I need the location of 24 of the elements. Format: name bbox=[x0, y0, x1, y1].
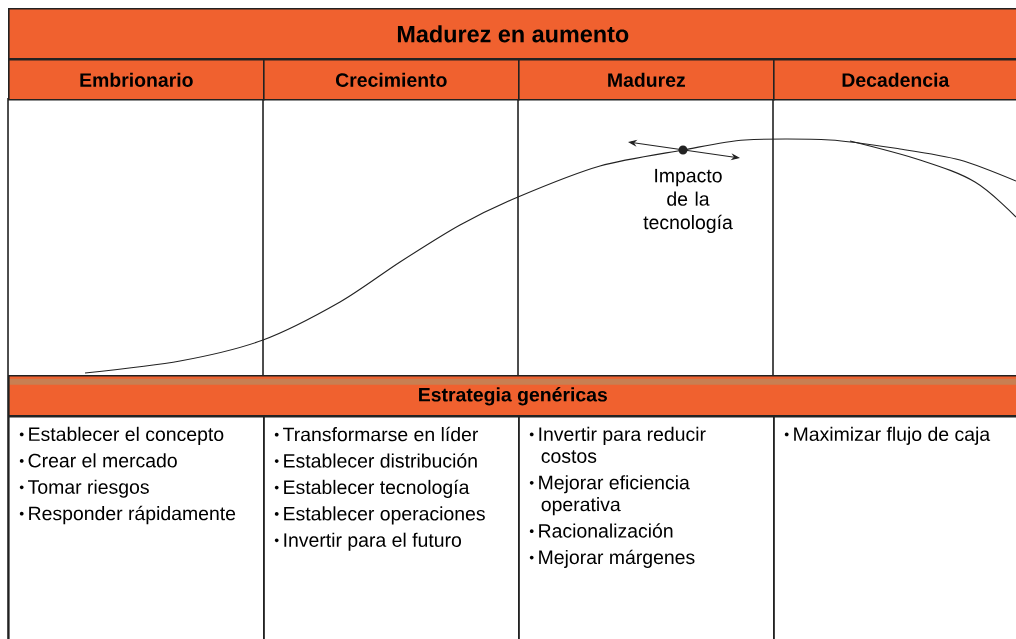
list-item: Transformarse en líder bbox=[274, 426, 478, 442]
list-item: Racionalización bbox=[529, 523, 673, 538]
strategy-cell bbox=[773, 415, 1016, 639]
list-item: Mejorar eficiencia operativa bbox=[529, 475, 690, 516]
list-item: Establecer distribución bbox=[274, 453, 477, 468]
list-item: Invertir para reducir costos bbox=[529, 426, 706, 463]
strategy-cell bbox=[518, 415, 775, 639]
strategy-cell bbox=[8, 415, 265, 639]
list-item: Mejorar márgenes bbox=[529, 549, 695, 568]
list-item: Invertir para el futuro bbox=[274, 532, 461, 551]
list-item: Tomar riesgos bbox=[19, 479, 149, 498]
section-band: Estrategia genéricas bbox=[8, 375, 1016, 418]
list-item: Establecer el concepto bbox=[19, 426, 224, 445]
phase-header: Madurez bbox=[518, 59, 775, 101]
phase-header: Crecimiento bbox=[263, 59, 520, 101]
list-item: Establecer operaciones bbox=[274, 506, 485, 525]
annotation-text: Impacto de la tecnología bbox=[643, 168, 733, 234]
strategy-cell bbox=[263, 415, 520, 639]
phase-header: Decadencia bbox=[773, 59, 1016, 101]
list-item: Maximizar flujo de caja bbox=[784, 426, 991, 445]
list-item: Establecer tecnología bbox=[274, 479, 470, 498]
list-item: Responder rápidamente bbox=[19, 505, 236, 525]
list-item: Crear el mercado bbox=[19, 453, 177, 468]
phase-header: Embrionario bbox=[8, 59, 265, 101]
